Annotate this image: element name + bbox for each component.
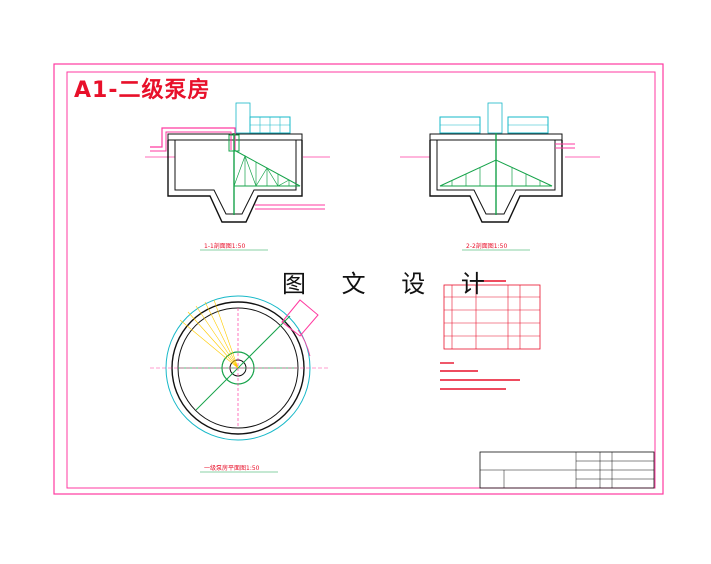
plan-view: 一级泵房平面图1:50 (150, 295, 330, 473)
svg-text:一级泵房平面图1:50: 一级泵房平面图1:50 (204, 464, 260, 472)
svg-text:1-1剖面图1:50: 1-1剖面图1:50 (204, 242, 245, 250)
svg-text:2-2剖面图1:50: 2-2剖面图1:50 (466, 242, 507, 250)
equipment-table (440, 280, 541, 390)
section-view-2: 2-2剖面图1:50 (400, 102, 600, 251)
drawing-title: A1-二级泵房 (74, 78, 211, 103)
outer-frame (53, 63, 664, 495)
title-block (479, 451, 655, 489)
watermark-text: 图 文 设 计 (282, 270, 499, 298)
inner-frame (66, 71, 656, 489)
section-view-1: 1-1剖面图1:50 (145, 102, 330, 251)
